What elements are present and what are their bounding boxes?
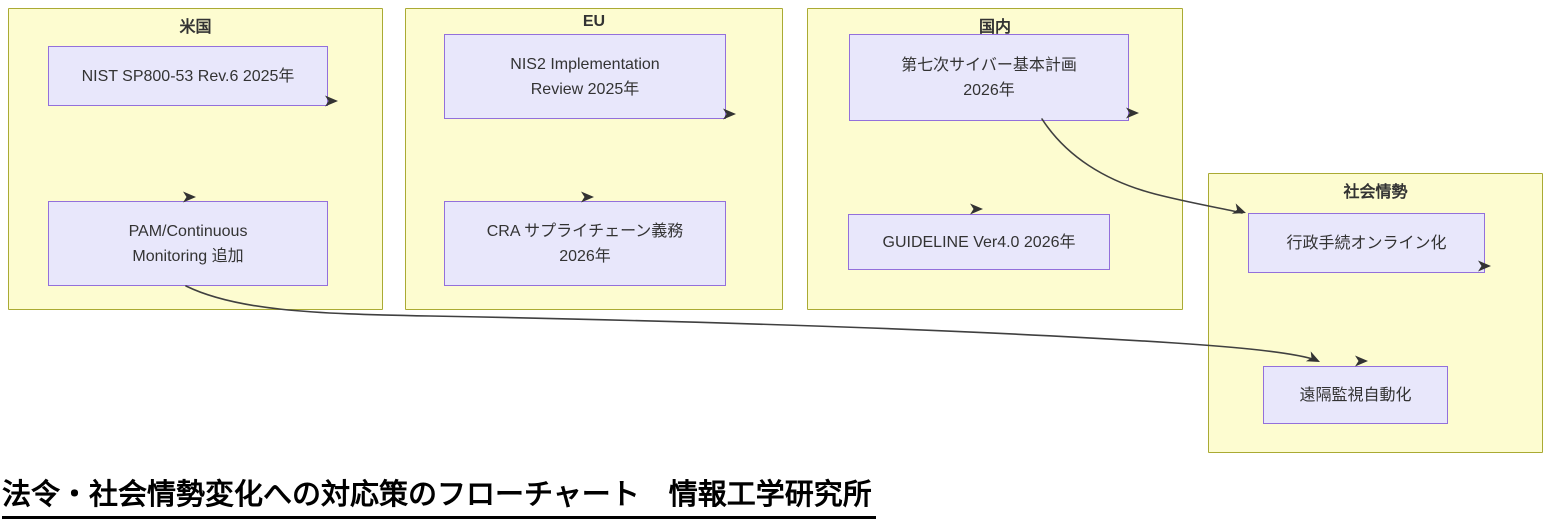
group-domestic-title: 国内 [978, 19, 1011, 36]
node-nist-line1: NIST SP800-53 Rev.6 2025年 [81, 67, 295, 85]
node-guideline-ver4: GUIDELINE Ver4.0 2026年 [848, 214, 1110, 270]
node-nist-sp800-53: NIST SP800-53 Rev.6 2025年 [48, 46, 328, 106]
node-pam-line2: Monitoring 追加 [132, 247, 244, 265]
node-cra-line2: 2026年 [559, 247, 611, 265]
node-seventh-cyber-plan: 第七次サイバー基本計画 2026年 [849, 34, 1129, 121]
node-cra-line1: CRA サプライチェーン義務 [486, 222, 684, 240]
node-pam-line1: PAM/Continuous [128, 222, 248, 240]
group-social: 社会情勢 行政手続オンライン化 遠隔監視自動化 [1208, 173, 1543, 453]
node-gyosei-line1: 行政手続オンライン化 [1286, 234, 1447, 252]
node-nis2-line1: NIS2 Implementation [510, 55, 660, 73]
group-social-title: 社会情勢 [1343, 184, 1408, 201]
node-seventh-line2: 2026年 [963, 81, 1015, 99]
group-usa-title: 米国 [179, 19, 212, 36]
node-nis2-line2: Review 2025年 [530, 80, 640, 98]
group-eu: EU NIS2 Implementation Review 2025年 CRA … [405, 8, 783, 310]
node-nis2-implementation-review: NIS2 Implementation Review 2025年 [444, 34, 726, 119]
node-guideline-line1: GUIDELINE Ver4.0 2026年 [882, 233, 1076, 251]
group-eu-title: EU [582, 13, 606, 30]
node-cra-supply-chain: CRA サプライチェーン義務 2026年 [444, 201, 726, 286]
node-seventh-line1: 第七次サイバー基本計画 [901, 56, 1077, 74]
node-enkaku-line1: 遠隔監視自動化 [1299, 386, 1412, 404]
node-pam-continuous-monitoring: PAM/Continuous Monitoring 追加 [48, 201, 328, 286]
node-gyosei-online: 行政手続オンライン化 [1248, 213, 1485, 273]
node-enkaku-kanshi: 遠隔監視自動化 [1263, 366, 1448, 424]
group-usa: 米国 NIST SP800-53 Rev.6 2025年 PAM/Continu… [8, 8, 383, 310]
page-title: 法令・社会情勢変化への対応策のフローチャート 情報工学研究所 [2, 471, 876, 519]
group-domestic: 国内 第七次サイバー基本計画 2026年 GUIDELINE Ver4.0 20… [807, 8, 1183, 310]
